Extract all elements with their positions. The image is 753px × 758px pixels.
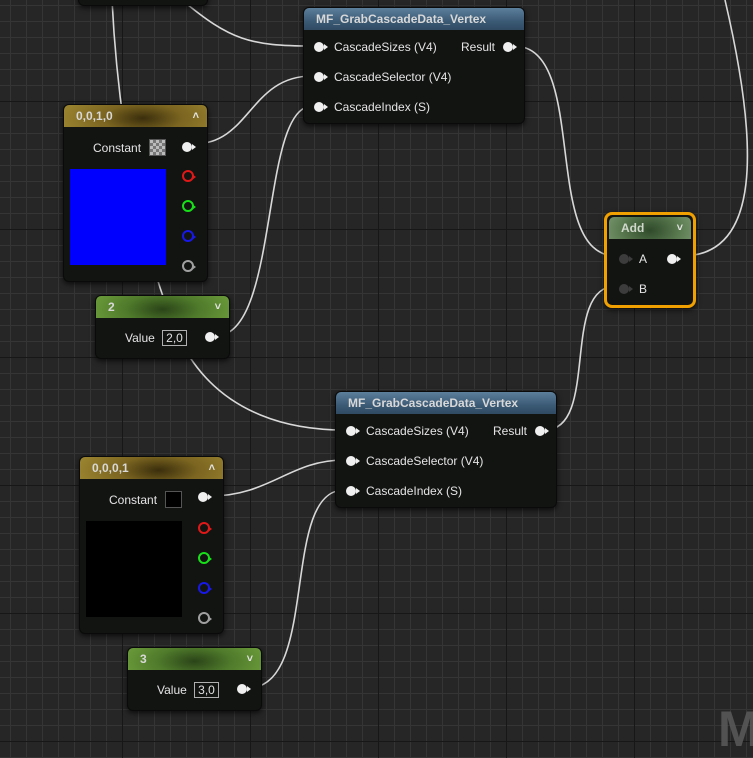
node-header[interactable]: 0,0,0,1 ˄ bbox=[80, 457, 223, 479]
value-row: Value 2,0 bbox=[125, 330, 187, 346]
value-label: Value bbox=[125, 331, 155, 345]
pin-label: CascadeIndex (S) bbox=[366, 484, 463, 498]
grab-cascade-data-node-bottom[interactable]: MF_GrabCascadeData_Vertex CascadeSizes (… bbox=[335, 391, 557, 508]
output-pin[interactable] bbox=[667, 254, 681, 264]
node-title: 3 bbox=[140, 652, 147, 666]
wire-scalar-top-to-grab-top-index bbox=[215, 105, 313, 337]
node-title: 0,0,0,1 bbox=[92, 461, 129, 475]
output-pin-g[interactable] bbox=[182, 200, 196, 212]
pin-label: B bbox=[639, 282, 648, 296]
chevron-up-icon[interactable]: ˄ bbox=[208, 462, 215, 474]
pin-icon[interactable] bbox=[535, 426, 549, 436]
pin-icon[interactable] bbox=[619, 254, 633, 264]
output-pin[interactable] bbox=[237, 684, 251, 694]
graph-watermark: M bbox=[718, 701, 753, 757]
node-header[interactable]: Add ˅ bbox=[609, 217, 691, 239]
output-pin-r[interactable] bbox=[198, 522, 212, 534]
pin-label: CascadeIndex (S) bbox=[334, 100, 431, 114]
pin-icon[interactable] bbox=[314, 72, 328, 82]
color-preview bbox=[86, 521, 182, 617]
input-pin-cascade-selector[interactable]: CascadeSelector (V4) bbox=[314, 69, 451, 85]
output-pin-result[interactable]: Result bbox=[493, 423, 549, 439]
pin-label: CascadeSizes (V4) bbox=[334, 40, 437, 54]
node-header[interactable]: 3 ˅ bbox=[128, 648, 261, 670]
grab-cascade-data-node-top[interactable]: MF_GrabCascadeData_Vertex CascadeSizes (… bbox=[303, 7, 525, 124]
input-pin-cascade-sizes[interactable]: CascadeSizes (V4) bbox=[346, 423, 469, 439]
output-pin-result[interactable]: Result bbox=[461, 39, 517, 55]
color-preview bbox=[70, 169, 166, 265]
color-swatch-checker[interactable] bbox=[149, 139, 166, 156]
add-node[interactable]: Add ˅ A B bbox=[604, 212, 696, 308]
value-label: Value bbox=[157, 683, 187, 697]
pin-label: CascadeSelector (V4) bbox=[334, 70, 452, 84]
pin-icon[interactable] bbox=[314, 102, 328, 112]
value-row: Value 3,0 bbox=[157, 682, 219, 698]
value-input[interactable]: 3,0 bbox=[194, 682, 219, 698]
wire-const-top-to-grab-top-selector bbox=[193, 75, 313, 145]
constant4vector-node-bottom[interactable]: 0,0,0,1 ˄ Constant bbox=[79, 456, 224, 634]
pin-label: Result bbox=[461, 40, 496, 54]
input-pin-b[interactable]: B bbox=[619, 281, 647, 297]
pin-label: CascadeSelector (V4) bbox=[366, 454, 484, 468]
output-pin-r[interactable] bbox=[182, 170, 196, 182]
wire-scalar-bottom-to-grab-bottom-index bbox=[247, 489, 345, 689]
output-pin-b[interactable] bbox=[182, 230, 196, 242]
wire-grab-top-result-to-add-a bbox=[513, 45, 617, 257]
pin-icon[interactable] bbox=[314, 42, 328, 52]
constant4vector-node-top[interactable]: 0,0,1,0 ˄ Constant bbox=[63, 104, 208, 282]
scalar-node-top[interactable]: 2 ˅ Value 2,0 bbox=[95, 295, 230, 359]
node-title: 0,0,1,0 bbox=[76, 109, 113, 123]
node-header[interactable]: 0,0,1,0 ˄ bbox=[64, 105, 207, 127]
color-swatch[interactable] bbox=[165, 491, 182, 508]
output-pin[interactable] bbox=[205, 332, 219, 342]
value-input[interactable]: 2,0 bbox=[162, 330, 187, 346]
pin-icon[interactable] bbox=[503, 42, 517, 52]
node-header[interactable]: MF_GrabCascadeData_Vertex bbox=[304, 8, 524, 30]
node-header[interactable]: MF_GrabCascadeData_Vertex bbox=[336, 392, 556, 414]
output-pin-rgba[interactable] bbox=[198, 492, 212, 502]
output-pin-a[interactable] bbox=[182, 260, 196, 272]
constant-label: Constant bbox=[93, 141, 142, 155]
scalar-node-bottom[interactable]: 3 ˅ Value 3,0 bbox=[127, 647, 262, 711]
wire-offscreen-to-grab-top bbox=[181, 0, 313, 47]
chevron-down-icon[interactable]: ˅ bbox=[246, 653, 253, 665]
node-title: 2 bbox=[108, 300, 115, 314]
pin-icon[interactable] bbox=[619, 284, 633, 294]
output-pin-g[interactable] bbox=[198, 552, 212, 564]
output-pin-b[interactable] bbox=[198, 582, 212, 594]
input-pin-cascade-sizes[interactable]: CascadeSizes (V4) bbox=[314, 39, 437, 55]
input-pin-a[interactable]: A bbox=[619, 251, 647, 267]
pin-icon[interactable] bbox=[346, 426, 360, 436]
input-pin-cascade-index[interactable]: CascadeIndex (S) bbox=[346, 483, 462, 499]
wire-const-bottom-to-grab-bottom-selector bbox=[209, 459, 345, 497]
input-pin-cascade-index[interactable]: CascadeIndex (S) bbox=[314, 99, 430, 115]
chevron-down-icon[interactable]: ˅ bbox=[676, 222, 683, 234]
pin-icon[interactable] bbox=[346, 456, 360, 466]
node-title: Add bbox=[621, 221, 645, 235]
offscreen-node[interactable] bbox=[78, 0, 208, 6]
node-header[interactable]: 2 ˅ bbox=[96, 296, 229, 318]
chevron-up-icon[interactable]: ˄ bbox=[192, 110, 199, 122]
output-pin-rgba[interactable] bbox=[182, 142, 196, 152]
constant-label: Constant bbox=[109, 493, 158, 507]
pin-icon[interactable] bbox=[346, 486, 360, 496]
chevron-down-icon[interactable]: ˅ bbox=[214, 301, 221, 313]
output-pin-a[interactable] bbox=[198, 612, 212, 624]
pin-label: Result bbox=[493, 424, 528, 438]
pin-label: A bbox=[639, 252, 648, 266]
pin-label: CascadeSizes (V4) bbox=[366, 424, 469, 438]
input-pin-cascade-selector[interactable]: CascadeSelector (V4) bbox=[346, 453, 483, 469]
